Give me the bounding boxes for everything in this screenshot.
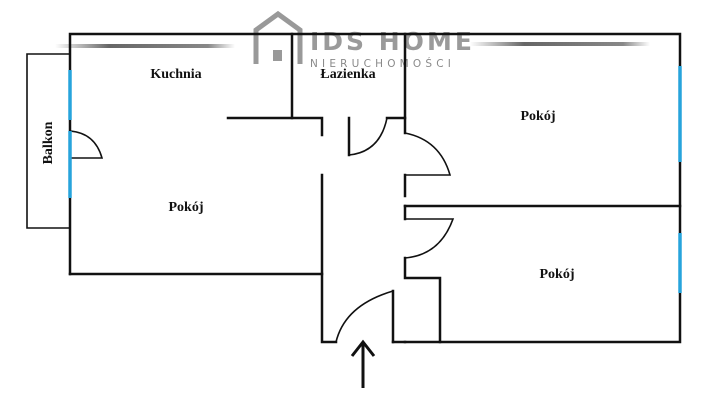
room-label-kitchen: Kuchnia [150,67,201,82]
balcony-door [69,130,104,159]
entrance-arrow-icon [350,339,376,388]
house-icon [253,10,303,64]
watermark-logo: IDS HOME NIERUCHOMOŚCI [55,10,650,70]
room-label-top-right: Pokój [521,109,556,124]
room-label-bottom-right: Pokój [540,267,575,282]
top-right-room-door [404,132,452,176]
entrance-door [335,290,394,343]
watermark-subtitle: NIERUCHOMOŚCI [310,57,455,70]
watermark-brand: IDS HOME [310,27,475,56]
bottom-right-room-door [404,218,455,259]
bathroom-door [348,117,388,156]
room-label-bathroom: Łazienka [320,67,375,82]
balcony-outline [26,53,70,229]
room-label-balcony: Balkon [41,121,56,164]
room-label-left: Pokój [169,200,204,215]
